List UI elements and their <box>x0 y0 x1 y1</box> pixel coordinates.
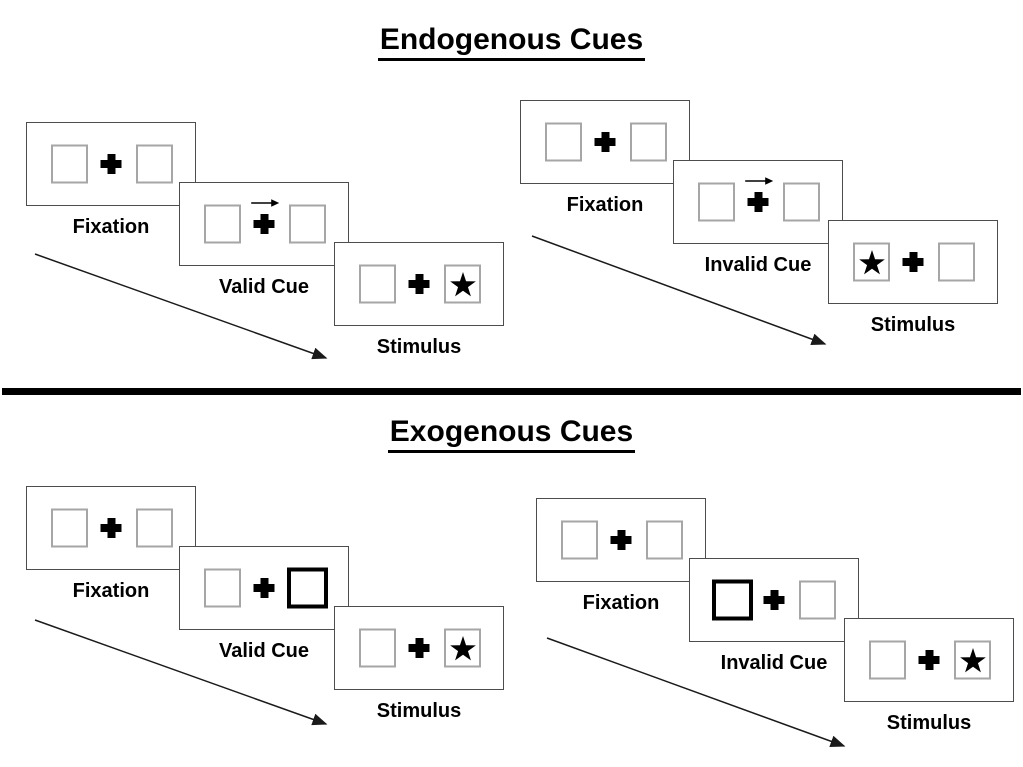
right-box <box>289 204 326 244</box>
panel-label: Fixation <box>72 580 150 602</box>
fixation-panel <box>536 498 706 582</box>
page-title: Endogenous Cues <box>377 24 646 61</box>
left-box <box>561 520 598 560</box>
fixation-cross-icon <box>610 530 632 550</box>
fixation-panel <box>26 122 196 206</box>
panel-label: Stimulus <box>886 712 972 734</box>
fixation-cross-icon <box>594 132 616 152</box>
panel-label: Invalid Cue <box>720 652 828 674</box>
cue-right-arrow-icon <box>745 177 774 185</box>
panel-label: Fixation <box>582 592 660 614</box>
right-box <box>136 508 173 548</box>
invalid-cue-panel <box>689 558 859 642</box>
fixation-panel <box>26 486 196 570</box>
valid-cue-panel <box>179 182 349 266</box>
left-box <box>51 508 88 548</box>
left-box <box>545 122 582 162</box>
left-box <box>204 204 241 244</box>
star-icon <box>449 635 476 660</box>
star-icon <box>449 271 476 296</box>
endogenous-valid-sequence: Fixation Valid Cue Stimulus <box>26 122 526 392</box>
right-box <box>287 567 328 609</box>
star-icon <box>858 249 885 274</box>
endogenous-invalid-sequence: Fixation Invalid Cue Stimulus <box>520 100 1020 370</box>
left-box <box>204 568 241 608</box>
endogenous-section-title: Endogenous Cues <box>0 24 1023 61</box>
exogenous-invalid-sequence: Fixation Invalid Cue Stimulus <box>536 498 1023 767</box>
fixation-panel <box>520 100 690 184</box>
cue-right-arrow-icon <box>251 199 280 207</box>
right-box <box>783 182 820 222</box>
left-box <box>359 628 396 668</box>
left-box <box>853 242 890 282</box>
panel-label: Stimulus <box>376 700 462 722</box>
fixation-cross-icon <box>253 578 275 598</box>
fixation-cross-icon <box>408 638 430 658</box>
stimulus-panel <box>828 220 998 304</box>
timeline-arrow-icon <box>34 619 328 726</box>
panel-label: Fixation <box>72 216 150 238</box>
fixation-cross-icon <box>100 154 122 174</box>
right-box <box>630 122 667 162</box>
invalid-cue-panel <box>673 160 843 244</box>
star-icon <box>959 647 986 672</box>
fixation-cross-icon <box>100 518 122 538</box>
right-box <box>799 580 836 620</box>
left-box <box>51 144 88 184</box>
stimulus-panel <box>334 606 504 690</box>
fixation-cross-icon <box>253 214 275 234</box>
right-box <box>444 628 481 668</box>
stimulus-panel <box>844 618 1014 702</box>
left-box <box>359 264 396 304</box>
right-box <box>954 640 991 680</box>
panel-label: Fixation <box>566 194 644 216</box>
stimulus-panel <box>334 242 504 326</box>
right-box <box>444 264 481 304</box>
exogenous-valid-sequence: Fixation Valid Cue Stimulus <box>26 486 526 756</box>
left-box <box>712 579 753 621</box>
fixation-cross-icon <box>408 274 430 294</box>
panel-label: Stimulus <box>870 314 956 336</box>
left-box <box>698 182 735 222</box>
panel-label: Stimulus <box>376 336 462 358</box>
timeline-arrow-icon <box>531 235 827 345</box>
right-box <box>646 520 683 560</box>
right-box <box>938 242 975 282</box>
page-title: Exogenous Cues <box>387 416 636 453</box>
fixation-cross-icon <box>902 252 924 272</box>
left-box <box>869 640 906 680</box>
section-divider <box>2 388 1021 395</box>
exogenous-section-title: Exogenous Cues <box>0 416 1023 453</box>
right-box <box>136 144 173 184</box>
timeline-arrow-icon <box>546 637 846 748</box>
panel-label: Valid Cue <box>218 640 310 662</box>
timeline-arrow-icon <box>34 253 328 360</box>
panel-label: Invalid Cue <box>704 254 812 276</box>
fixation-cross-icon <box>747 192 769 212</box>
valid-cue-panel <box>179 546 349 630</box>
panel-label: Valid Cue <box>218 276 310 298</box>
fixation-cross-icon <box>918 650 940 670</box>
fixation-cross-icon <box>763 590 785 610</box>
